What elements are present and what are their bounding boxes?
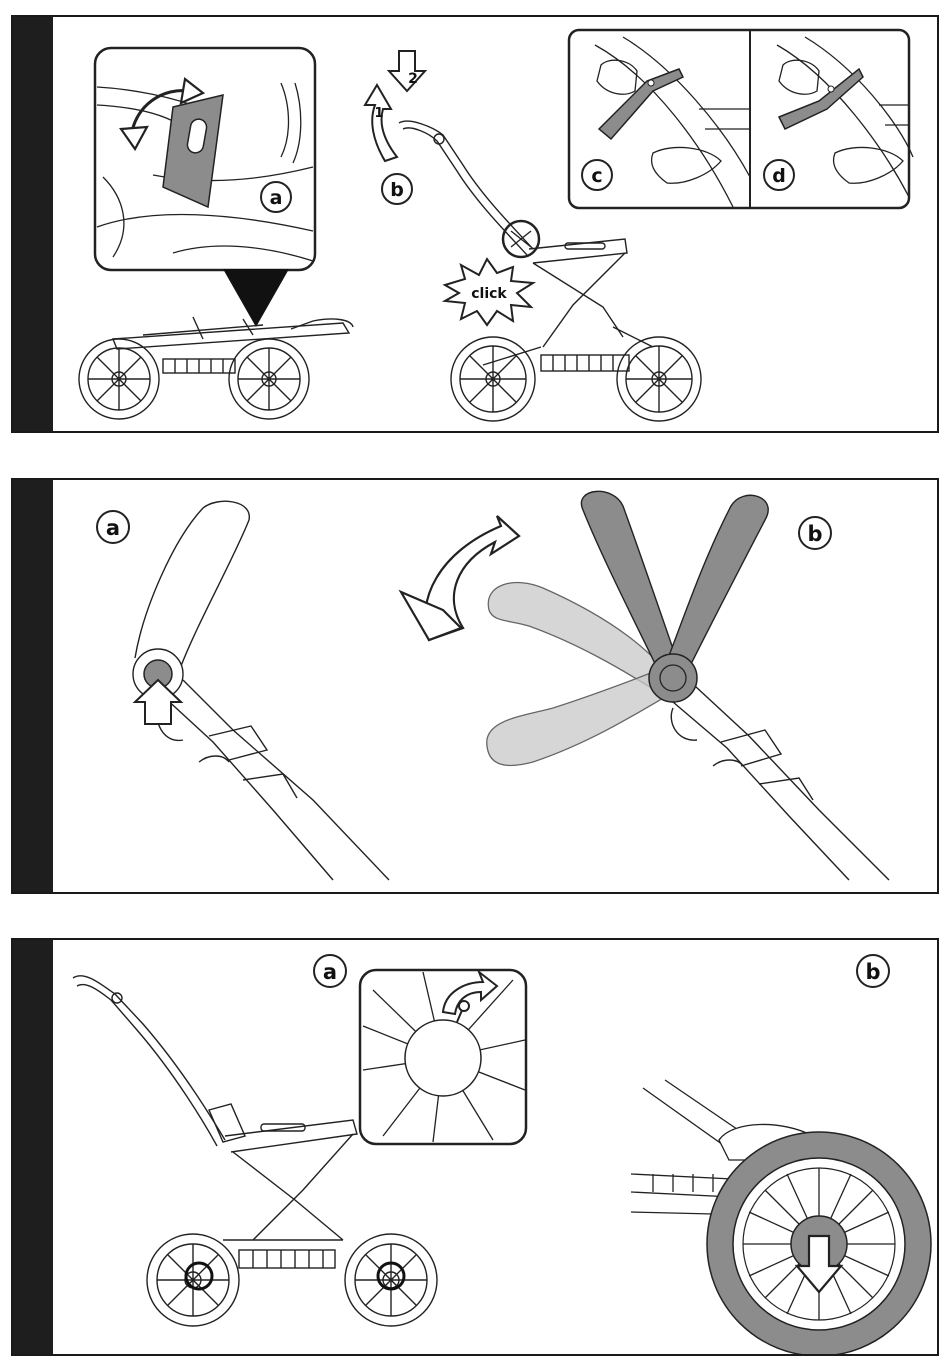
wheel-zoom-inset: [360, 970, 526, 1144]
handle-bar-illustration-a: [133, 501, 389, 880]
step-panel-2: a: [11, 478, 939, 894]
handle-position-up-right: [665, 495, 768, 676]
arrow-number-1: 1: [374, 106, 383, 121]
click-burst: click: [445, 259, 533, 325]
step-label-3b: b: [865, 960, 880, 984]
step-panel-3: a b: [11, 938, 939, 1356]
zoom-inset-cd: c d: [569, 30, 913, 208]
zoom-inset-a: a: [95, 48, 315, 327]
folded-stroller-illustration: [79, 317, 353, 419]
handle-positions-illustration-b: [487, 491, 889, 880]
unfold-arrows: 2 1 b: [365, 51, 425, 204]
callout-pointer: [223, 269, 289, 327]
step-label-1a: a: [270, 187, 283, 209]
arrow-down-icon: [389, 51, 425, 91]
step-panel-1: a 2 1 b: [11, 15, 939, 433]
arrow-up-icon: [365, 85, 397, 161]
step-label-2a: a: [106, 516, 120, 540]
step-label-1b: b: [390, 179, 404, 201]
step-label-2b: b: [807, 522, 822, 546]
arrow-number-2: 2: [408, 71, 418, 87]
wheel-removal-illustration: [631, 1080, 931, 1356]
step-label-1c: c: [591, 165, 602, 187]
step-label-3a: a: [323, 960, 337, 984]
step-label-1d: d: [772, 165, 786, 187]
click-text: click: [471, 286, 507, 302]
